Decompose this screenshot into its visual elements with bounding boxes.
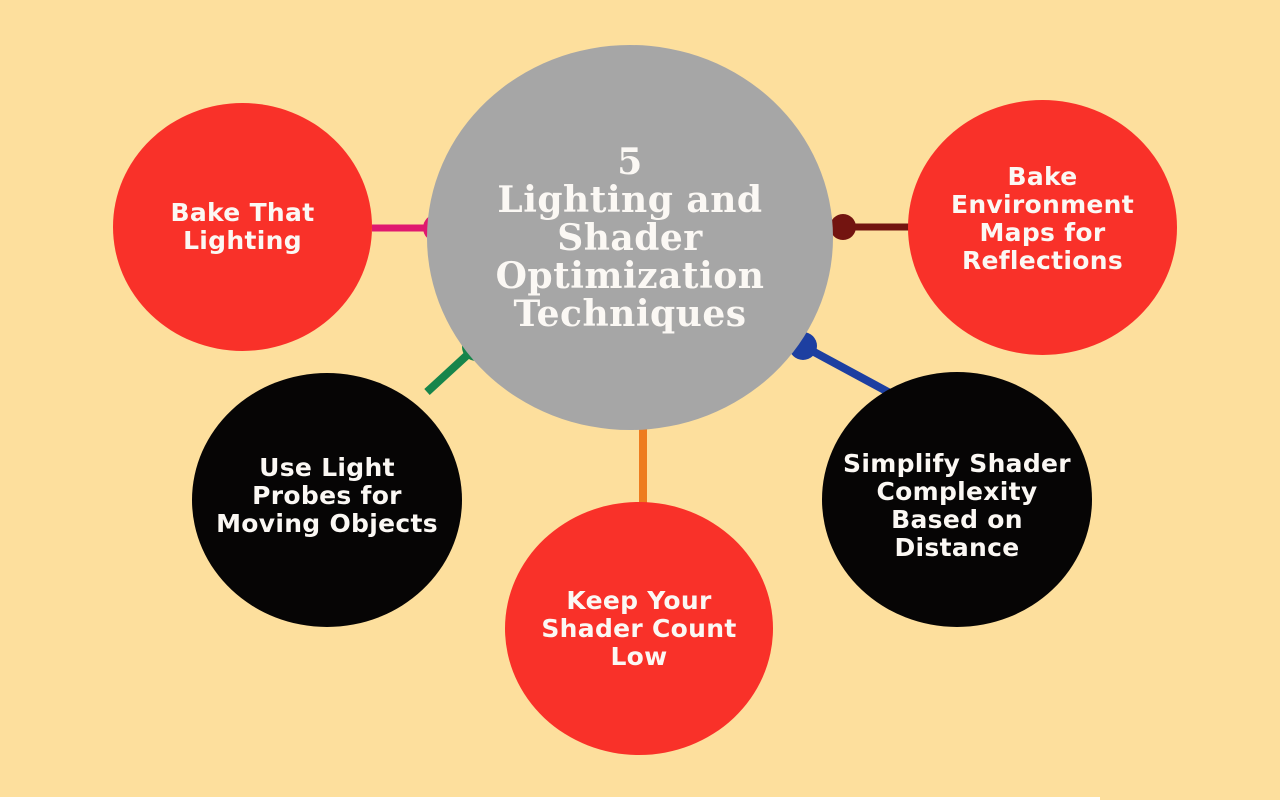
bottom-edge-strip — [0, 797, 1100, 800]
node-label: Simplify Shader Complexity Based on Dist… — [843, 448, 1071, 562]
node-keep-shader-count-low: Keep Your Shader Count Low — [505, 502, 773, 755]
node-label: Use Light Probes for Moving Objects — [216, 453, 438, 538]
center-circle-title: 5 Lighting and Shader Optimization Techn… — [495, 140, 765, 335]
node-simplify-shader-complexity: Simplify Shader Complexity Based on Dist… — [822, 372, 1092, 627]
node-label: Bake Environment Maps for Reflections — [950, 161, 1135, 275]
node-bake-that-lighting: Bake That Lighting — [113, 103, 372, 351]
center-circle: 5 Lighting and Shader Optimization Techn… — [427, 45, 833, 430]
node-use-light-probes: Use Light Probes for Moving Objects — [192, 373, 462, 627]
connector-blue — [789, 332, 892, 397]
connector-blue-line — [801, 342, 892, 397]
connector-maroon-dot — [830, 214, 856, 240]
node-bake-environment-maps: Bake Environment Maps for Reflections — [908, 100, 1177, 355]
node-label: Keep Your Shader Count Low — [541, 585, 737, 671]
node-label: Bake That Lighting — [170, 198, 315, 255]
